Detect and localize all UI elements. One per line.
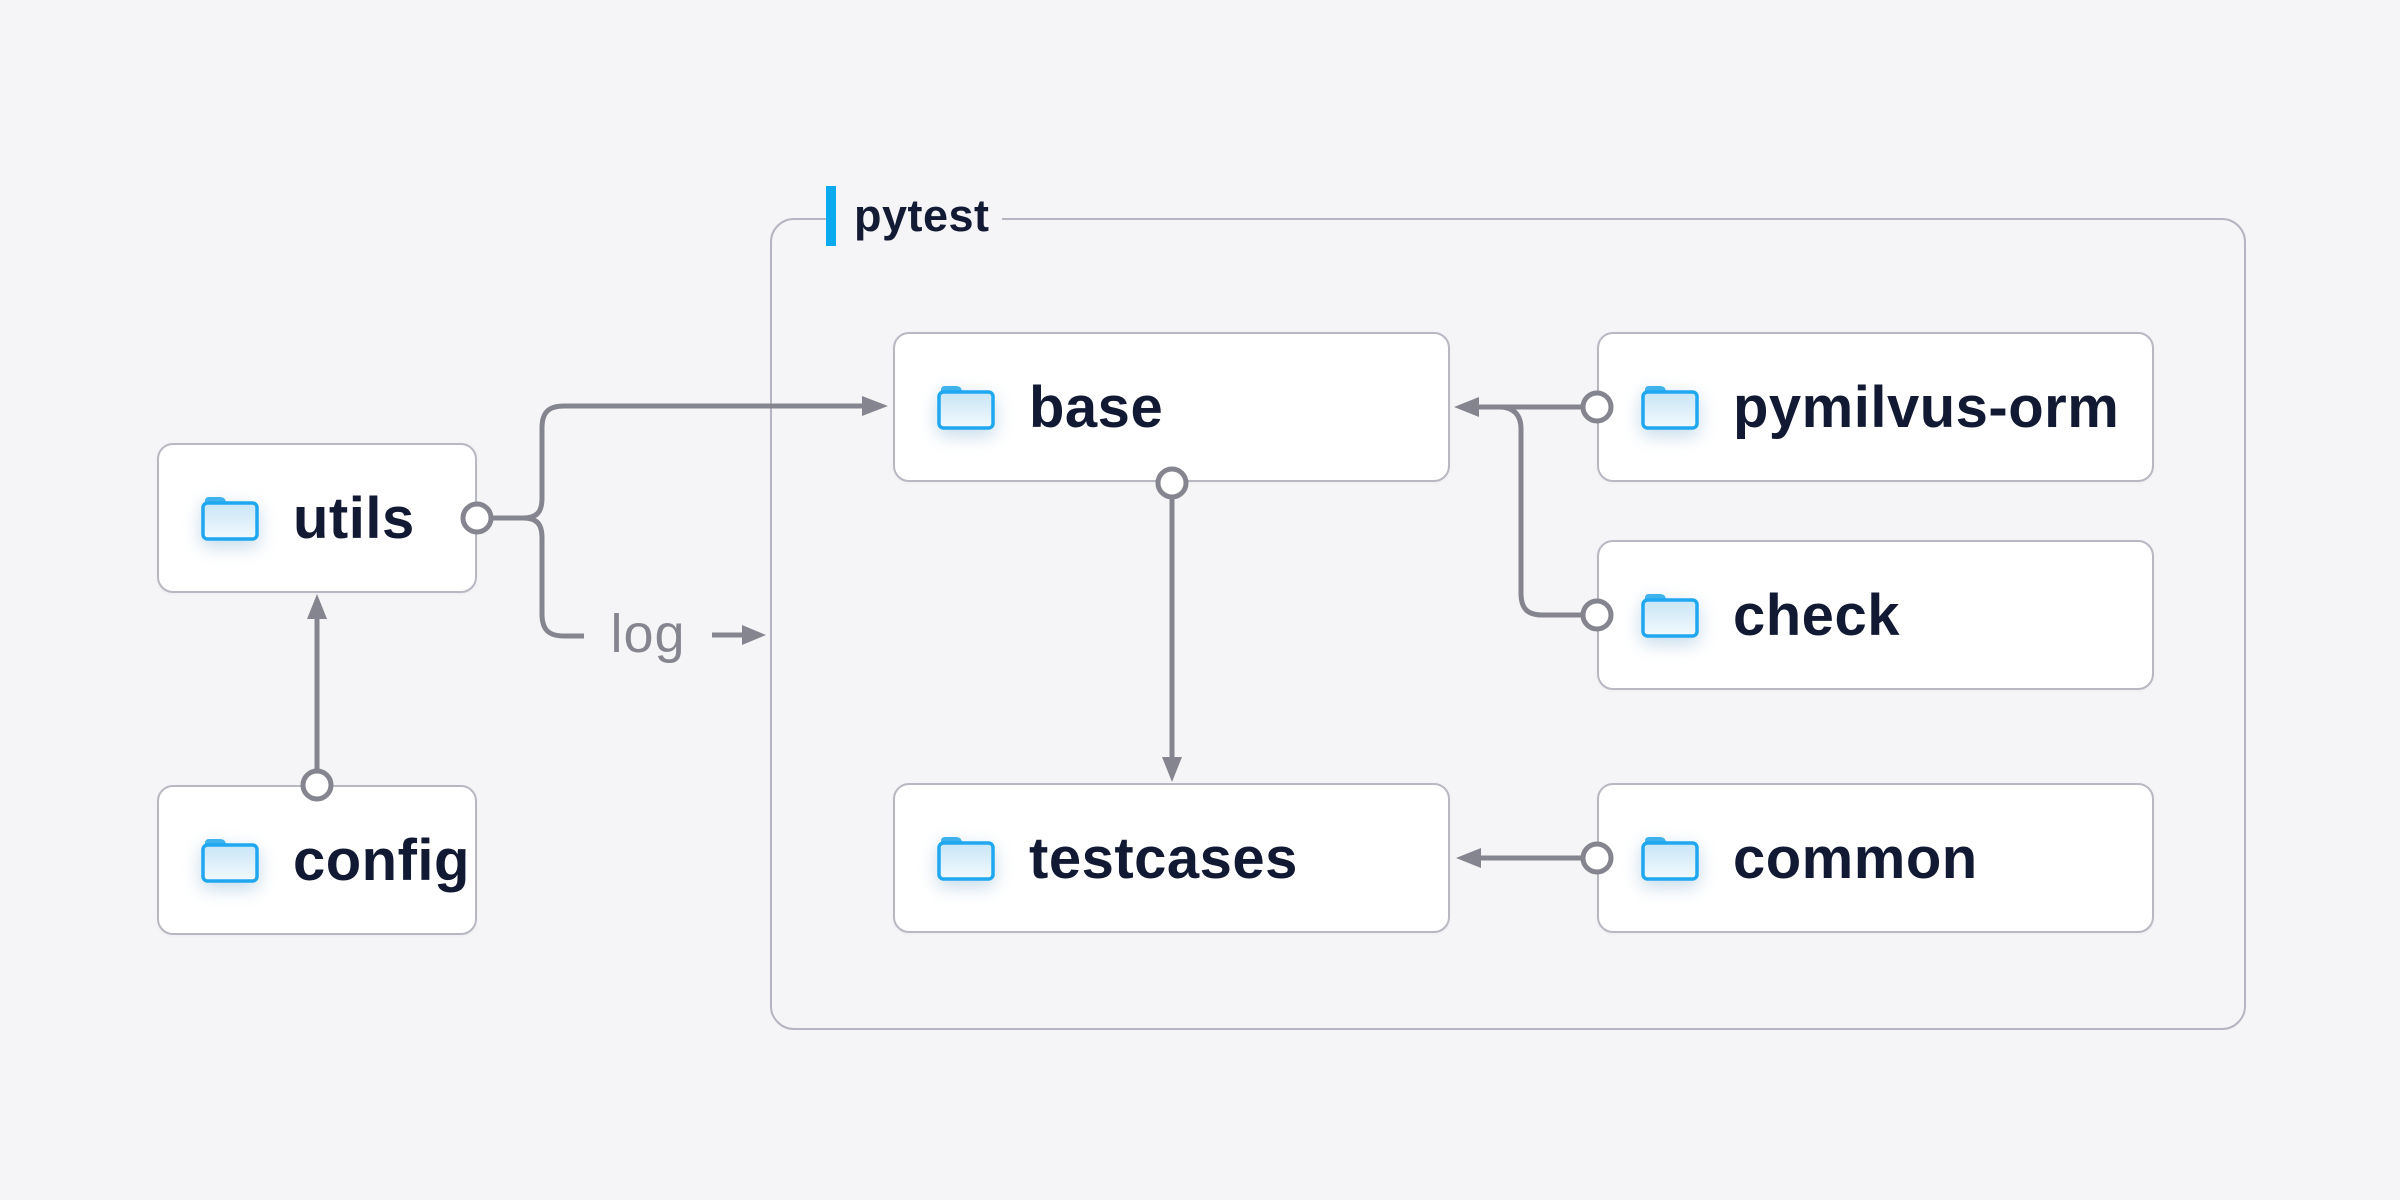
node-label: base [1029,374,1164,440]
node-testcases[interactable]: testcases [893,783,1450,933]
node-label: config [293,827,470,893]
folder-icon [935,382,997,432]
folder-icon [1639,382,1701,432]
node-base[interactable]: base [893,332,1450,482]
folder-icon [1639,590,1701,640]
folder-icon [199,835,261,885]
node-label: common [1733,825,1978,891]
pytest-group-title: pytest [854,190,990,241]
node-label: utils [293,485,415,551]
pytest-group: pytest [770,186,2246,1030]
node-config[interactable]: config [157,785,477,935]
folder-icon [199,493,261,543]
pytest-group-label: pytest [826,186,1002,246]
folder-icon [935,833,997,883]
edge-label-log: log [610,604,686,664]
node-utils[interactable]: utils [157,443,477,593]
node-label: pymilvus-orm [1733,374,2120,440]
folder-icon [1639,833,1701,883]
node-pymilvus-orm[interactable]: pymilvus-orm [1597,332,2154,482]
edge-config-utils [300,594,334,802]
accent-bar [826,186,836,246]
node-label: check [1733,582,1900,648]
node-check[interactable]: check [1597,540,2154,690]
node-label: testcases [1029,825,1298,891]
node-common[interactable]: common [1597,783,2154,933]
